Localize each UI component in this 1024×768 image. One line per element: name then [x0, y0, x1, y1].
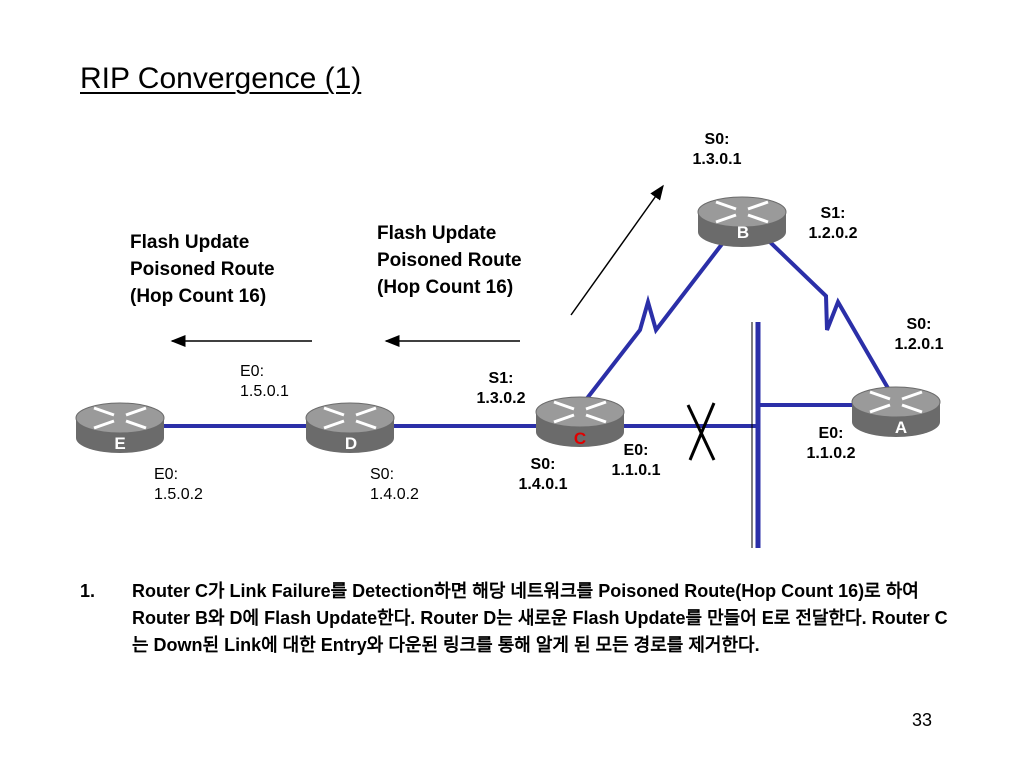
page-number: 33	[911, 710, 932, 730]
interface-b-s1: S1:1.2.0.2	[808, 205, 858, 242]
link-failure-x-icon	[686, 402, 716, 461]
interface-a-e0: E0:1.1.0.2	[806, 425, 856, 462]
interface-d-s0: S0:1.4.0.2	[370, 466, 419, 503]
slide-title: RIP Convergence (1)	[80, 62, 362, 95]
router-c-icon[interactable]	[535, 396, 625, 447]
router-e-label: E	[114, 434, 126, 453]
interface-c-s1: S1:1.3.0.2	[476, 370, 526, 407]
flash-update-annotation-left: Flash Update Poisoned Route (Hop Count 1…	[130, 232, 275, 307]
flash-update-annotation-right: Flash Update Poisoned Route (Hop Count 1…	[377, 223, 522, 298]
router-e-icon[interactable]	[75, 402, 165, 453]
interface-c-e0: E0:1.1.0.1	[611, 442, 661, 479]
router-a-icon[interactable]	[851, 386, 941, 437]
interface-a-s0: S0:1.2.0.1	[894, 316, 944, 353]
router-c-label: C	[573, 429, 587, 448]
interface-e-e0: E0:1.5.0.2	[154, 466, 203, 503]
link-b-a-serial	[743, 216, 898, 404]
router-b-icon[interactable]	[697, 196, 787, 247]
router-d-label: D	[344, 434, 358, 453]
arrow-up-right-icon	[570, 184, 664, 316]
interface-c-s0: S0:1.4.0.1	[518, 456, 568, 493]
description-text: Router C가 Link Failure를 Detection하면 해당 네…	[132, 581, 948, 655]
interface-d-e0: E0:1.5.0.1	[240, 363, 289, 400]
link-c-b-serial	[576, 216, 744, 412]
description: 1. Router C가 Link Failure를 Detection하면 해…	[80, 578, 950, 659]
router-a-label: A	[894, 418, 908, 437]
list-number: 1.	[80, 581, 96, 601]
interface-b-s0: S0:1.3.0.1	[692, 131, 742, 168]
router-d-icon[interactable]	[305, 402, 395, 453]
router-b-label: B	[736, 223, 750, 242]
